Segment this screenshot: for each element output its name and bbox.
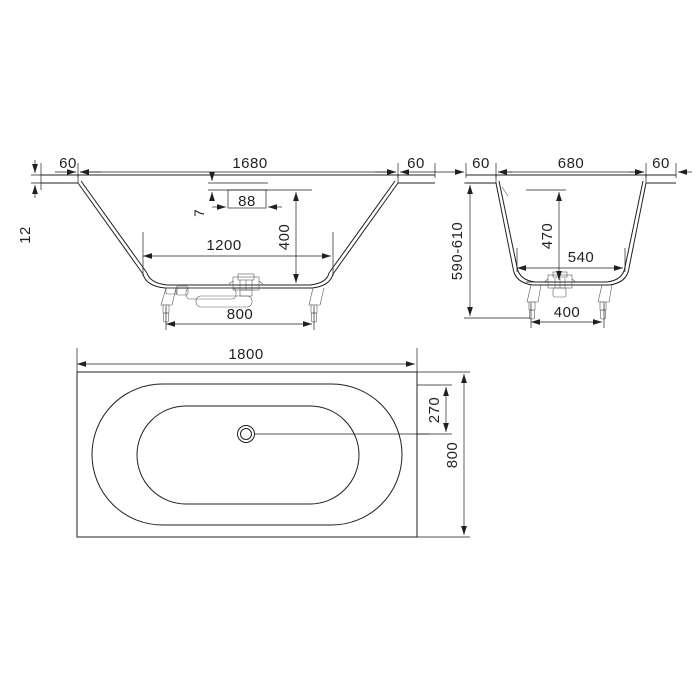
side-foot-right (597, 284, 613, 320)
dim-label-front-waste-width: 88 (238, 193, 256, 210)
dim-front-top-inner-width: 1680 (80, 155, 396, 175)
dim-label-side-top-inner-width: 680 (558, 155, 585, 172)
dim-front-depth: 400 (266, 189, 312, 286)
plan-outer-rim (76, 371, 418, 538)
dim-label-front-left-flange: 60 (59, 155, 77, 172)
dim-label-front-leg-spacing: 800 (227, 306, 254, 323)
front-waste-pipe (165, 285, 253, 308)
plan-view: 1800 270 800 (76, 346, 470, 538)
dim-label-front-top-inner-width: 1680 (232, 155, 267, 172)
dim-label-plan-width: 800 (444, 442, 461, 469)
dim-label-front-overflow-offset: 7 (192, 209, 207, 217)
dim-side-top-inner-width: 680 (498, 155, 644, 175)
dim-label-front-right-flange: 60 (407, 155, 425, 172)
dim-front-rim-thickness: 12 (17, 160, 58, 244)
dim-front-overflow-offset: 7 (192, 172, 268, 217)
dim-side-bottom-width: 540 (516, 248, 626, 272)
dim-front-right-flange: 60 (375, 155, 453, 175)
front-elevation-view: 60 1680 60 12 (17, 155, 453, 330)
dim-side-left-flange: 60 (452, 155, 512, 175)
dim-label-plan-waste-offset: 270 (426, 397, 443, 424)
dim-label-side-bottom-width: 540 (568, 249, 595, 266)
plan-bowl-opening (91, 383, 403, 526)
dim-front-bottom-length: 1200 (142, 232, 334, 276)
dim-label-side-depth: 470 (539, 223, 556, 250)
side-elevation-view: 60 680 60 590-610 470 (449, 155, 692, 328)
dim-front-top-band: 60 1680 60 (40, 155, 453, 190)
dim-plan-length: 1800 (76, 346, 418, 374)
dim-label-side-right-flange: 60 (652, 155, 670, 172)
side-foot-left (526, 284, 542, 320)
plan-waste-outlet (237, 425, 255, 443)
front-foot-left (160, 287, 177, 323)
dim-label-side-height-range: 590-610 (449, 222, 466, 281)
dim-side-height-range: 590-610 (449, 182, 530, 319)
dim-label-side-leg-spacing: 400 (554, 304, 581, 321)
plan-bowl-floor (136, 405, 360, 505)
dim-label-front-depth: 400 (276, 224, 293, 251)
dim-front-leg-spacing: 800 (165, 306, 315, 330)
side-tub-outline (466, 174, 676, 286)
dim-label-side-left-flange: 60 (472, 155, 490, 172)
dim-side-right-flange: 60 (630, 155, 692, 175)
front-waste-fitting (228, 273, 264, 297)
dim-front-waste-width: 88 (212, 189, 282, 210)
dim-label-front-bottom-length: 1200 (206, 237, 241, 254)
dim-label-plan-length: 1800 (228, 346, 263, 363)
dim-label-front-rim-thickness: 12 (17, 226, 34, 244)
dim-plan-waste-offset: 270 (417, 384, 452, 435)
dim-side-leg-spacing: 400 (530, 303, 605, 328)
dim-side-top-band: 60 680 60 (452, 155, 692, 178)
front-tub-outline (41, 174, 435, 289)
front-foot-right (308, 287, 325, 323)
dim-plan-width: 800 (417, 371, 470, 538)
